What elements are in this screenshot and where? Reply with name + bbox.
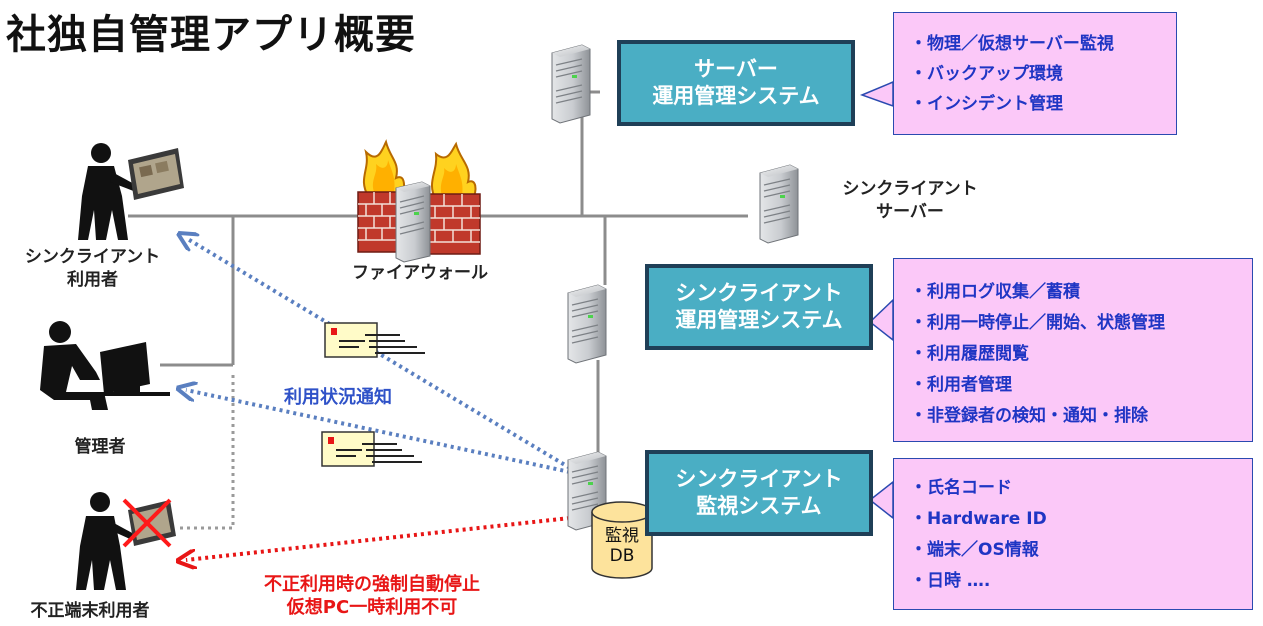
page-title: 社独自管理アプリ概要	[6, 12, 416, 58]
client-user-label: シンクライアント 利用者	[24, 247, 161, 290]
info-item: ・日時 ….	[910, 570, 991, 591]
info-item: ・非登録者の検知・通知・排除	[910, 405, 1148, 426]
server-icon	[567, 284, 607, 364]
rogue-dotted-link	[180, 375, 235, 530]
info-item: ・端末／OS情報	[910, 539, 1039, 560]
info-item: ・物理／仮想サーバー監視	[910, 34, 1114, 54]
info-item: ・バックアップ環境	[910, 63, 1063, 84]
forced-stop-arrow	[186, 516, 571, 560]
usage-notice-label: 利用状況通知	[284, 387, 392, 408]
info-item: ・利用者管理	[910, 374, 1012, 395]
tc-server-label: シンクライアント サーバー	[842, 179, 978, 222]
tc-monitor-info: ・氏名コード ・Hardware ID ・端末／OS情報 ・日時 ….	[893, 458, 1253, 610]
database-icon	[591, 501, 653, 579]
server-icon	[759, 164, 799, 244]
rogue-tablet-icon	[128, 500, 176, 546]
forced-stop-label: 不正利用時の強制自動停止 仮想PC一時利用不可	[264, 574, 480, 619]
info-item: ・利用ログ収集／蓄積	[910, 282, 1080, 302]
rogue-user-label: 不正端末利用者	[30, 601, 150, 621]
admin-label: 管理者	[74, 437, 126, 457]
info-item: ・利用履歴閲覧	[910, 343, 1029, 364]
cross-icon	[122, 498, 172, 548]
notice-arrow-to-client	[186, 238, 572, 470]
tc-monitor-system: シンクライアント 監視システム	[645, 450, 873, 536]
tc-ops-system: シンクライアント 運用管理システム	[645, 264, 873, 350]
info-item: ・利用一時停止／開始、状態管理	[910, 312, 1165, 333]
server-ops-info: ・物理／仮想サーバー監視 ・バックアップ環境 ・インシデント管理	[893, 12, 1177, 135]
db-label: 監視 DB	[605, 526, 639, 567]
rogue-user-icon	[76, 492, 134, 590]
info-item: ・Hardware ID	[910, 508, 1047, 529]
tablet-icon	[128, 148, 184, 200]
notice-arrows	[186, 238, 572, 474]
server-icon	[551, 44, 591, 124]
info-item: ・インシデント管理	[910, 93, 1063, 114]
notice-arrow-to-admin	[186, 390, 571, 474]
server-ops-system: サーバー 運用管理システム	[617, 40, 855, 126]
mail-icon	[324, 322, 425, 358]
alert-arrow	[186, 516, 571, 560]
tc-ops-info: ・利用ログ収集／蓄積 ・利用一時停止／開始、状態管理 ・利用履歴閲覧 ・利用者管…	[893, 258, 1253, 442]
info-item: ・氏名コード	[910, 478, 1012, 498]
mail-icon	[321, 431, 422, 467]
client-user-icon	[78, 143, 138, 240]
firewall-icon	[357, 139, 481, 263]
admin-icon	[40, 321, 170, 410]
firewall-label: ファイアウォール	[352, 263, 488, 283]
